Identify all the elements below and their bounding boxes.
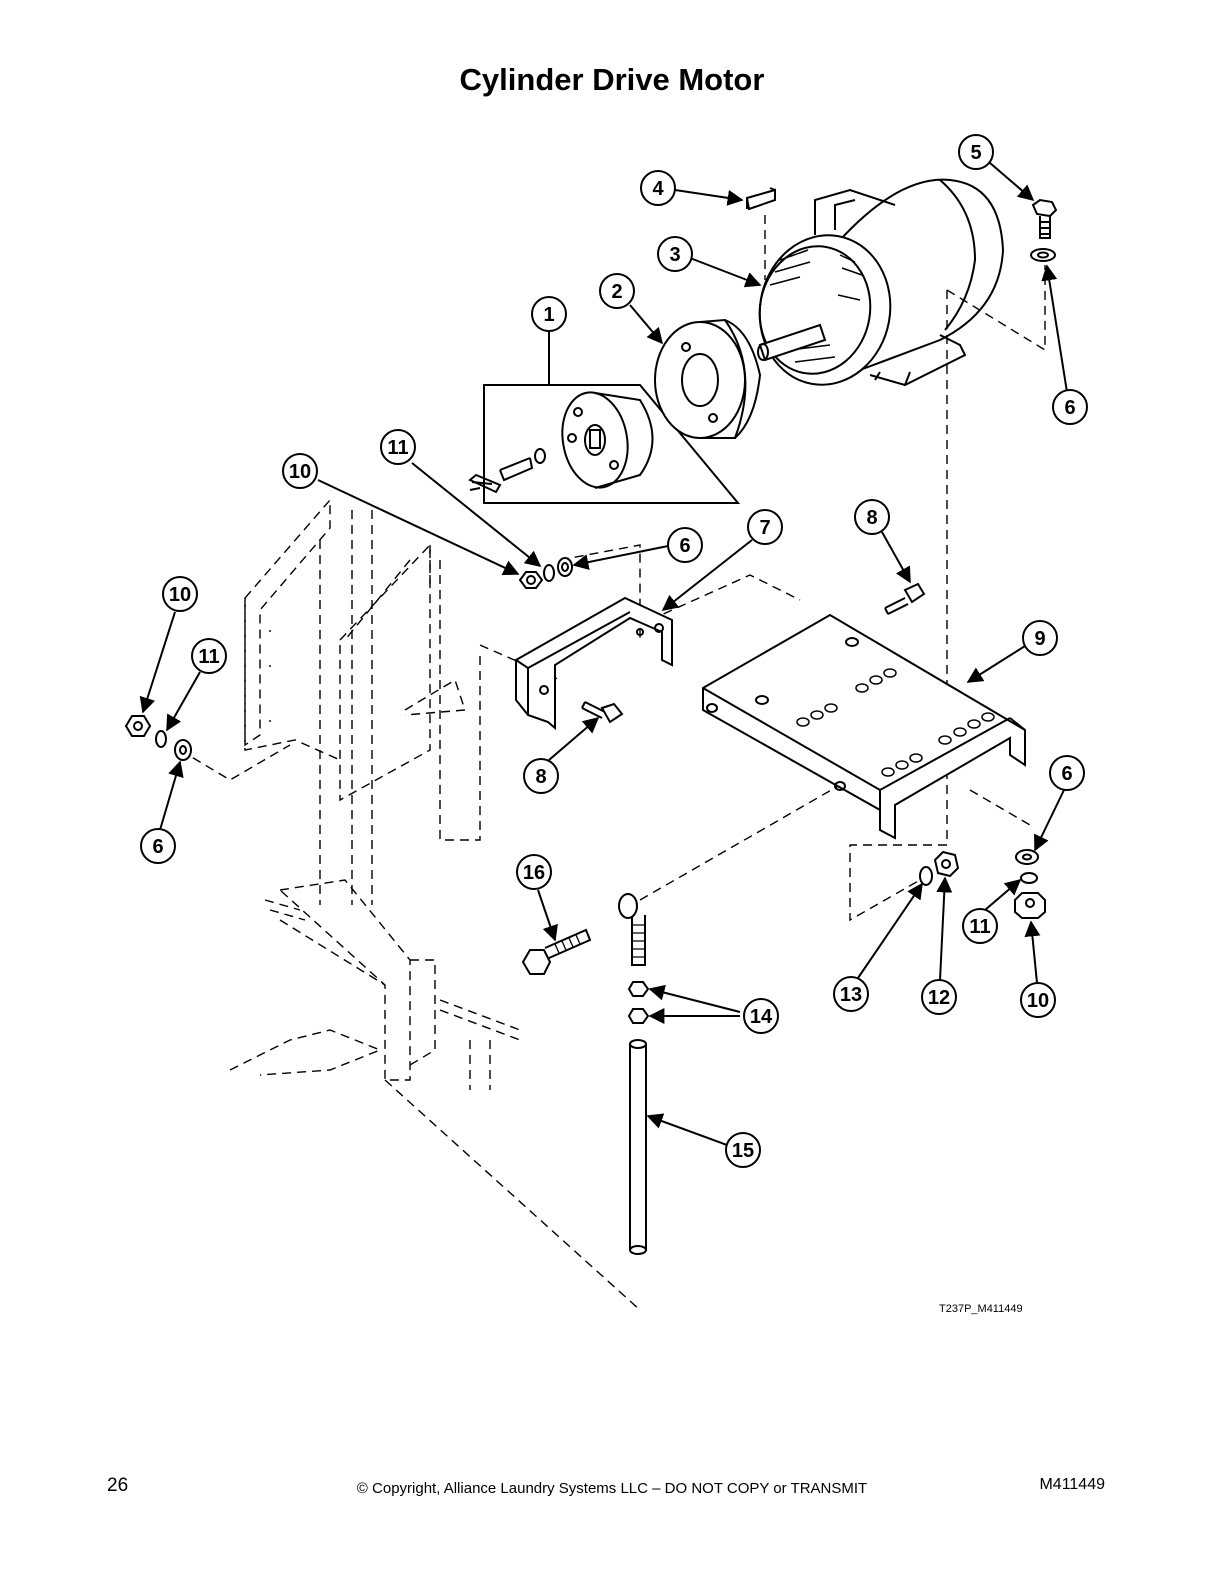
part-6-washer-top — [1030, 248, 1056, 262]
callout-8-lower: 8 — [523, 758, 559, 794]
svg-text:11: 11 — [969, 916, 990, 938]
svg-text:7: 7 — [759, 517, 770, 539]
svg-text:1: 1 — [543, 304, 554, 326]
callout-13: 13 — [833, 976, 869, 1012]
callout-6-left: 6 — [140, 828, 176, 864]
callout-9: 9 — [1022, 620, 1058, 656]
svg-text:3: 3 — [669, 244, 680, 266]
callout-14: 14 — [743, 998, 779, 1034]
svg-text:16: 16 — [523, 862, 545, 884]
part-3-motor — [757, 178, 1005, 387]
callout-leaders — [139, 162, 1068, 1146]
callout-15: 15 — [725, 1132, 761, 1168]
callout-10-upper: 10 — [282, 453, 318, 489]
svg-text:14: 14 — [750, 1006, 773, 1028]
hardware-nut-washers-upper — [518, 557, 573, 589]
svg-text:10: 10 — [289, 461, 311, 483]
document-code: M411449 — [1039, 1476, 1105, 1493]
hardware-nut-washer-center — [919, 850, 960, 886]
svg-text:8: 8 — [866, 507, 877, 529]
svg-text:10: 10 — [169, 584, 191, 606]
part-5-bolt — [1031, 198, 1058, 239]
part-9-base-plate — [702, 613, 1026, 840]
callout-4: 4 — [640, 170, 676, 206]
svg-text:15: 15 — [732, 1140, 754, 1162]
callout-11-upper: 11 — [380, 429, 416, 465]
callout-6-upper: 6 — [667, 527, 703, 563]
part-14-nuts — [627, 981, 650, 1024]
svg-text:5: 5 — [970, 142, 981, 164]
copyright-notice: © Copyright, Alliance Laundry Systems LL… — [356, 1480, 868, 1497]
eye-bolt — [618, 893, 646, 966]
callout-5: 5 — [958, 134, 994, 170]
callouts: 1 2 3 4 5 6 6 6 6 7 8 8 9 10 10 10 11 11… — [140, 134, 1088, 1168]
hardware-nut-washers-right — [1014, 849, 1046, 919]
callout-16: 16 — [516, 854, 552, 890]
svg-text:13: 13 — [840, 984, 862, 1006]
svg-text:2: 2 — [611, 281, 622, 303]
svg-text:10: 10 — [1027, 990, 1049, 1012]
svg-text:6: 6 — [1064, 397, 1075, 419]
svg-text:12: 12 — [928, 987, 950, 1009]
svg-text:11: 11 — [387, 437, 408, 459]
part-4-key — [745, 187, 776, 211]
callout-6-top-right: 6 — [1052, 389, 1088, 425]
svg-text:11: 11 — [198, 646, 219, 668]
part-16-bolt — [521, 928, 592, 975]
page-title: Cylinder Drive Motor — [459, 62, 765, 97]
svg-text:9: 9 — [1034, 628, 1045, 650]
callout-8-upper: 8 — [854, 499, 890, 535]
part-8-bolt-lower — [581, 701, 624, 724]
callout-11-left: 11 — [191, 638, 227, 674]
callout-3: 3 — [657, 236, 693, 272]
callout-11-right: 11 — [962, 908, 998, 944]
svg-text:4: 4 — [652, 178, 664, 200]
callout-7: 7 — [747, 509, 783, 545]
svg-text:6: 6 — [1061, 763, 1072, 785]
callout-12: 12 — [921, 979, 957, 1015]
svg-text:6: 6 — [679, 535, 690, 557]
svg-text:8: 8 — [535, 766, 546, 788]
part-8-bolt-upper — [884, 582, 926, 615]
callout-10-left: 10 — [162, 576, 198, 612]
callout-2: 2 — [599, 273, 635, 309]
part-15-rod — [629, 1039, 647, 1255]
part-2-pulley — [654, 318, 762, 439]
callout-6-right: 6 — [1049, 755, 1085, 791]
callout-10-right: 10 — [1020, 982, 1056, 1018]
callout-1: 1 — [531, 296, 567, 332]
part-1-detail-box — [468, 384, 741, 504]
hardware-nut-washers-left — [124, 715, 192, 761]
part-7-bracket — [515, 596, 673, 731]
page-number: 26 — [107, 1475, 129, 1496]
svg-text:6: 6 — [152, 836, 163, 858]
figure-code: T237P_M411449 — [939, 1303, 1023, 1315]
